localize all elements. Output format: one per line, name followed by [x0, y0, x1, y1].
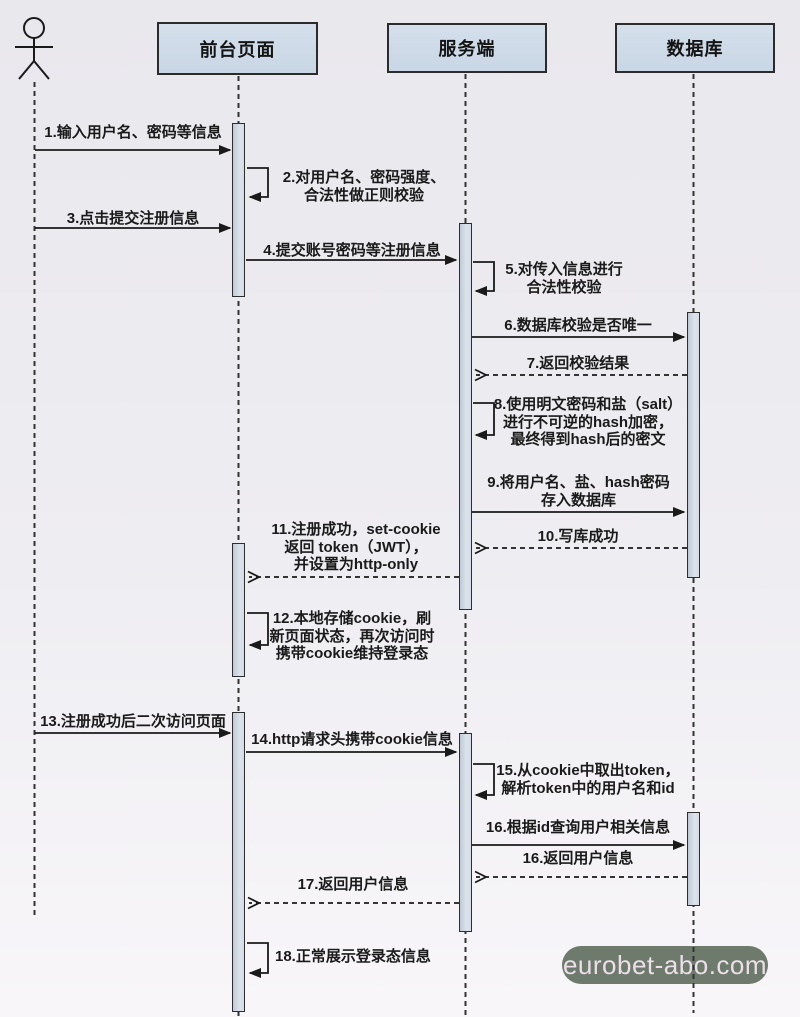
message-label-16b: 16.返回用户信息	[522, 850, 634, 867]
self-message-loop-18	[247, 942, 269, 978]
activation-bar-database-2	[687, 812, 700, 906]
message-label-10: 10.写库成功	[537, 528, 619, 545]
message-label-14: 14.http请求头携带cookie信息	[251, 731, 453, 748]
activation-bar-server-1	[459, 223, 472, 610]
activation-bar-frontend-3	[232, 712, 245, 1012]
participant-label-database: 数据库	[666, 39, 724, 59]
message-label-13: 13.注册成功后二次访问页面	[40, 713, 226, 730]
message-label-16: 16.根据id查询用户相关信息	[485, 819, 671, 836]
self-message-loop-2	[247, 167, 269, 202]
self-message-loop-15	[473, 763, 495, 800]
message-label-18: 18.正常展示登录态信息	[275, 948, 431, 965]
message-label-15: 15.从cookie中取出token， 解析token中的用户名和id	[496, 762, 680, 797]
participant-box-frontend: 前台页面	[157, 22, 318, 75]
message-label-11: 11.注册成功，set-cookie 返回 token（JWT）， 并设置为ht…	[271, 521, 441, 573]
activation-bar-database-1	[687, 312, 700, 578]
self-message-loop-5	[473, 261, 495, 296]
message-label-2: 2.对用户名、密码强度、 合法性做正则校验	[282, 169, 446, 204]
watermark-text: eurobet-abo.com	[562, 949, 768, 980]
message-label-6: 6.数据库校验是否唯一	[504, 317, 652, 334]
participant-label-frontend: 前台页面	[199, 39, 276, 60]
watermark-badge: eurobet-abo.com	[562, 946, 768, 984]
activation-bar-frontend-1	[232, 123, 245, 297]
message-label-4: 4.提交账号密码等注册信息	[263, 242, 441, 259]
actor-icon	[15, 17, 53, 80]
participant-box-server: 服务端	[387, 23, 547, 73]
message-label-7: 7.返回校验结果	[526, 355, 630, 372]
message-label-1: 1.输入用户名、密码等信息	[44, 124, 222, 141]
message-label-9: 9.将用户名、盐、hash密码 存入数据库	[487, 474, 670, 509]
message-label-3: 3.点击提交注册信息	[66, 210, 200, 227]
self-message-loop-12	[247, 612, 269, 650]
message-label-12: 12.本地存储cookie，刷 新页面状态，再次访问时 携带cookie维持登录…	[269, 610, 435, 662]
message-label-17: 17.返回用户信息	[297, 876, 409, 893]
participant-box-database: 数据库	[615, 23, 775, 73]
self-message-loop-8	[473, 402, 495, 440]
message-label-5: 5.对传入信息进行 合法性校验	[505, 261, 623, 296]
participant-label-server: 服务端	[438, 39, 496, 59]
activation-bar-server-2	[459, 733, 472, 932]
message-label-8: 8.使用明文密码和盐（salt） 进行不可逆的hash加密， 最终得到hash后…	[493, 396, 683, 448]
activation-bar-frontend-2	[232, 543, 245, 677]
